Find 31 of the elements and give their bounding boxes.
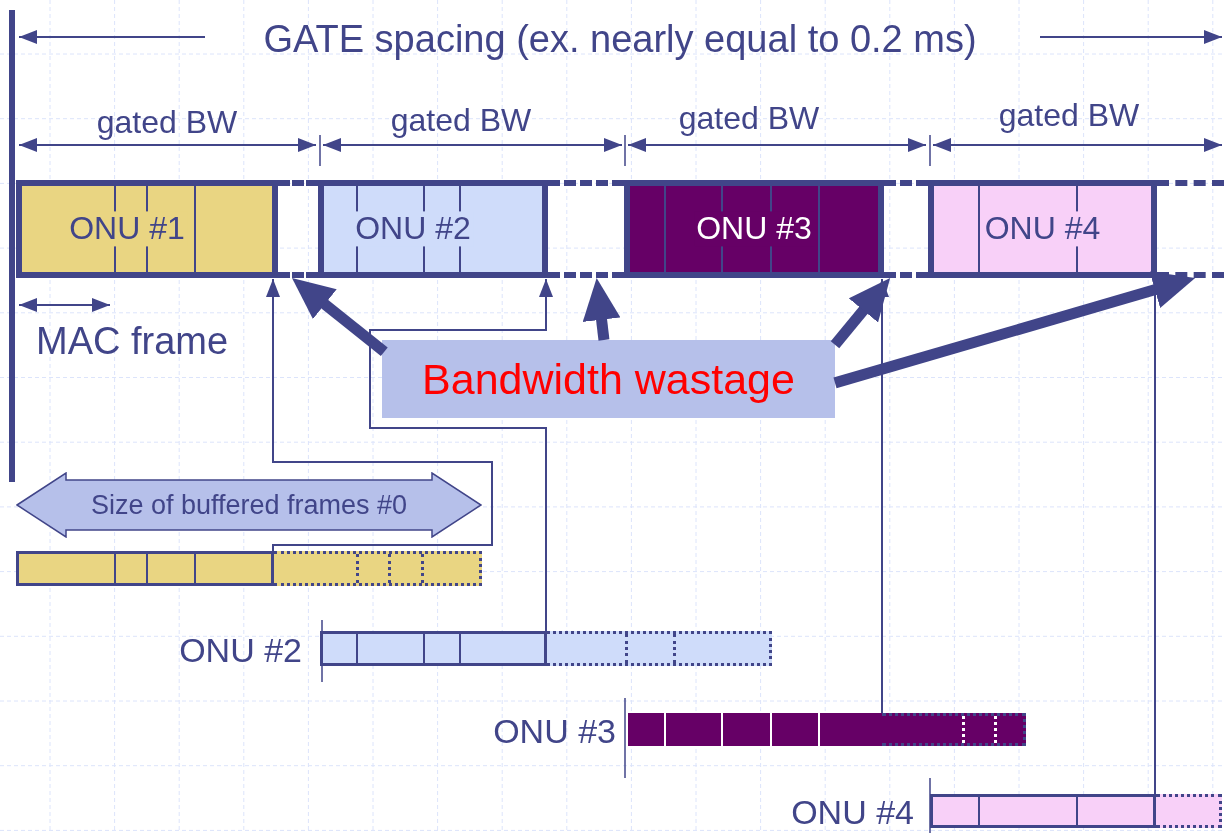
thick-arrow (830, 278, 891, 349)
dimension-label: GATE spacing (ex. nearly equal to 0.2 ms) (263, 20, 977, 58)
buffer-bar (930, 794, 1222, 828)
idle-gap-slot (1157, 180, 1224, 278)
block-label: ONU #2 (353, 211, 473, 247)
bar-label: ONU #4 (791, 795, 914, 829)
dimension-label: gated BW (390, 104, 532, 136)
block-label: ONU #1 (67, 211, 187, 247)
frame-block (16, 180, 278, 278)
buffer-bar (16, 551, 482, 586)
bar-label: ONU #2 (179, 633, 302, 667)
dimension-label: gated BW (96, 106, 238, 138)
arrow (369, 278, 553, 632)
arrow-label: Size of buffered frames #0 (90, 489, 408, 521)
dimension-label: gated BW (678, 102, 820, 134)
arrow (266, 278, 493, 552)
callout-box (382, 340, 835, 418)
dimension-label: MAC frame (36, 322, 229, 360)
frame-block (318, 180, 548, 278)
frame-block (928, 180, 1157, 278)
callout-label: Bandwidth wastage (422, 354, 795, 404)
thick-arrow (833, 271, 1196, 389)
double-block-arrow (16, 472, 482, 538)
thick-arrow (582, 278, 621, 341)
buffer-bar (628, 713, 1026, 746)
dimension-label: gated BW (998, 99, 1140, 131)
frame-block (624, 180, 884, 278)
block-label: ONU #3 (694, 211, 814, 247)
bar-label: ONU #3 (493, 714, 616, 748)
thick-arrow (292, 278, 388, 356)
buffer-bar (320, 631, 772, 666)
